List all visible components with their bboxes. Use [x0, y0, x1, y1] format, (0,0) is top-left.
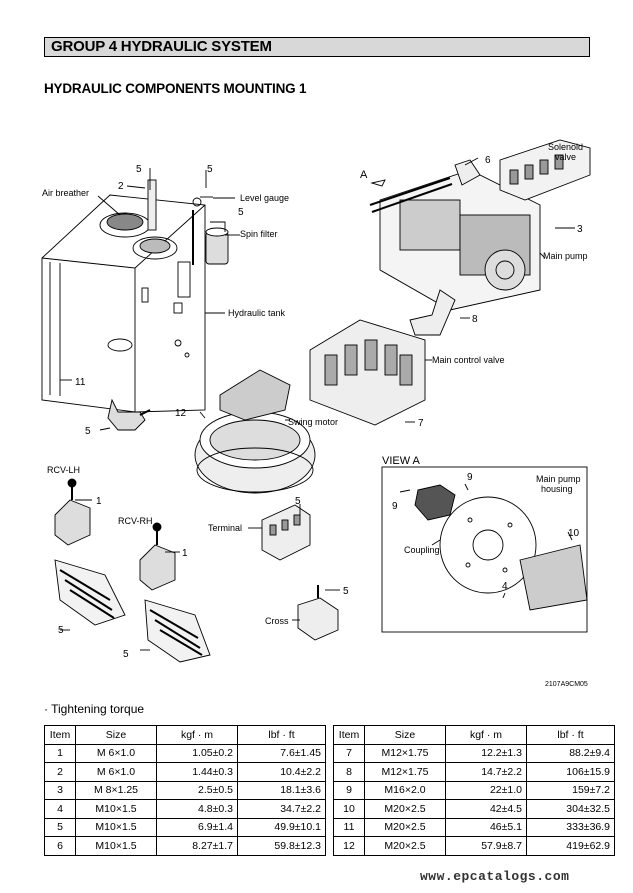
callout-number: 6 — [485, 155, 491, 166]
col-lbf: lbf · ft — [237, 725, 326, 745]
label-main-pump-housing-line2: housing — [541, 484, 573, 494]
callout-number: 1 — [96, 496, 102, 507]
terminal-drawing — [261, 504, 311, 561]
cross-drawing — [297, 585, 339, 641]
col-size: Size — [75, 725, 157, 745]
callout-number: 8 — [472, 314, 478, 325]
label-rcv-lh: RCV-LH — [47, 465, 80, 475]
col-item: Item — [44, 725, 76, 745]
label-terminal: Terminal — [208, 523, 242, 533]
col-lbf: lbf · ft — [526, 725, 615, 745]
view-a-box — [381, 466, 588, 633]
label-a-marker: A — [360, 169, 368, 181]
label-coupling: Coupling — [404, 545, 440, 555]
label-level-gauge: Level gauge — [240, 193, 289, 203]
label-air-breather: Air breather — [42, 188, 89, 198]
label-main-pump-housing-line1: Main pump — [536, 474, 581, 484]
callout-number: 1 — [182, 548, 188, 559]
hydraulic-tank-drawing — [41, 179, 206, 431]
label-hydraulic-tank: Hydraulic tank — [228, 308, 286, 318]
swing-motor-drawing — [194, 369, 316, 494]
callout-number: 7 — [418, 418, 424, 429]
main-pump-drawing — [369, 159, 541, 336]
label-spin-filter: Spin filter — [240, 229, 278, 239]
callout-number: 9 — [467, 472, 473, 483]
callout-number: 9 — [392, 501, 398, 512]
label-swing-motor: Swing motor — [288, 417, 338, 427]
torque-title: · Tightening torque — [44, 702, 145, 716]
callout-number: 5 — [238, 207, 244, 218]
callout-number: 4 — [502, 581, 508, 592]
col-kgf: kgf · m — [445, 725, 527, 745]
callout-number: 3 — [577, 224, 583, 235]
callout-number: 11 — [75, 377, 86, 388]
callout-number: 2 — [118, 181, 124, 192]
callout-number: 5 — [85, 426, 91, 437]
col-kgf: kgf · m — [156, 725, 238, 745]
section-title: HYDRAULIC COMPONENTS MOUNTING 1 — [44, 81, 307, 96]
solenoid-valve-drawing — [499, 139, 591, 201]
components-diagram: Air breather Level gauge Spin filter Hyd… — [41, 139, 591, 663]
label-main-control-valve: Main control valve — [432, 355, 505, 365]
spin-filter-drawing — [205, 221, 229, 265]
callout-number: 5 — [207, 164, 213, 175]
main-control-valve-drawing — [309, 319, 426, 426]
callout-number: 10 — [568, 528, 580, 539]
level-gauge-drawing — [192, 196, 213, 265]
watermark-text: www.epcatalogs.com — [420, 869, 570, 884]
rcv-rh-drawing — [139, 522, 211, 663]
label-view-a: VIEW A — [382, 455, 421, 467]
group-header: GROUP 4 HYDRAULIC SYSTEM — [44, 37, 590, 57]
callout-number: 5 — [123, 649, 129, 660]
callout-number: 5 — [58, 625, 64, 636]
label-rcv-rh: RCV-RH — [118, 516, 153, 526]
figure-code: 2107A9CM05 — [545, 681, 588, 688]
label-solenoid-valve-line1: Solenoid — [548, 142, 583, 152]
callout-number: 5 — [295, 496, 301, 507]
label-cross: Cross — [265, 616, 289, 626]
rcv-lh-drawing — [54, 478, 126, 626]
label-solenoid-valve-line2: valve — [555, 152, 576, 162]
col-item: Item — [333, 725, 365, 745]
callout-number: 12 — [175, 408, 187, 419]
callout-number: 5 — [136, 164, 142, 175]
label-main-pump: Main pump — [543, 251, 588, 261]
col-size: Size — [364, 725, 446, 745]
callout-number: 5 — [343, 586, 349, 597]
